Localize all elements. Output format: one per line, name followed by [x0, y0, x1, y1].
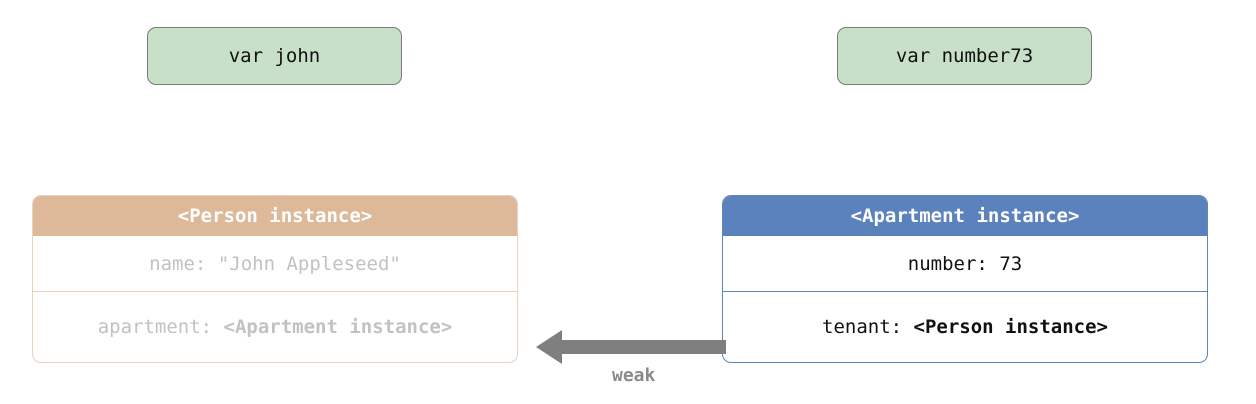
- var-number73-box: var number73: [837, 27, 1092, 85]
- person-instance-title: <Person instance>: [177, 205, 373, 227]
- person-apartment-label: apartment:: [97, 316, 213, 338]
- weak-arrow-head: [536, 330, 562, 364]
- weak-arrow-shaft: [554, 340, 726, 354]
- person-instance-header: <Person instance>: [33, 196, 517, 236]
- apartment-tenant-value: <Person instance>: [913, 316, 1108, 338]
- apartment-instance-title: <Apartment instance>: [850, 205, 1080, 227]
- var-john-label: var john: [228, 45, 321, 67]
- person-name-label: name:: [149, 252, 207, 275]
- weak-reference-label: weak: [612, 365, 656, 386]
- person-name-value: "John Appleseed": [217, 252, 401, 275]
- apartment-tenant-label: tenant:: [822, 316, 903, 338]
- person-instance-box: <Person instance> name: "John Appleseed"…: [32, 195, 518, 363]
- apartment-number-row: number: 73: [723, 236, 1207, 292]
- var-number73-label: var number73: [895, 45, 1034, 67]
- person-apartment-row: apartment: <Apartment instance>: [33, 292, 517, 362]
- weak-reference-arrow: [536, 330, 726, 364]
- apartment-instance-header: <Apartment instance>: [723, 196, 1207, 236]
- apartment-number-label: number:: [907, 252, 988, 275]
- apartment-tenant-row: tenant: <Person instance>: [723, 292, 1207, 362]
- person-apartment-value: <Apartment instance>: [223, 316, 453, 338]
- apartment-number-value: 73: [999, 252, 1023, 275]
- apartment-instance-box: <Apartment instance> number: 73 tenant: …: [722, 195, 1208, 363]
- person-name-row: name: "John Appleseed": [33, 236, 517, 292]
- var-john-box: var john: [147, 27, 402, 85]
